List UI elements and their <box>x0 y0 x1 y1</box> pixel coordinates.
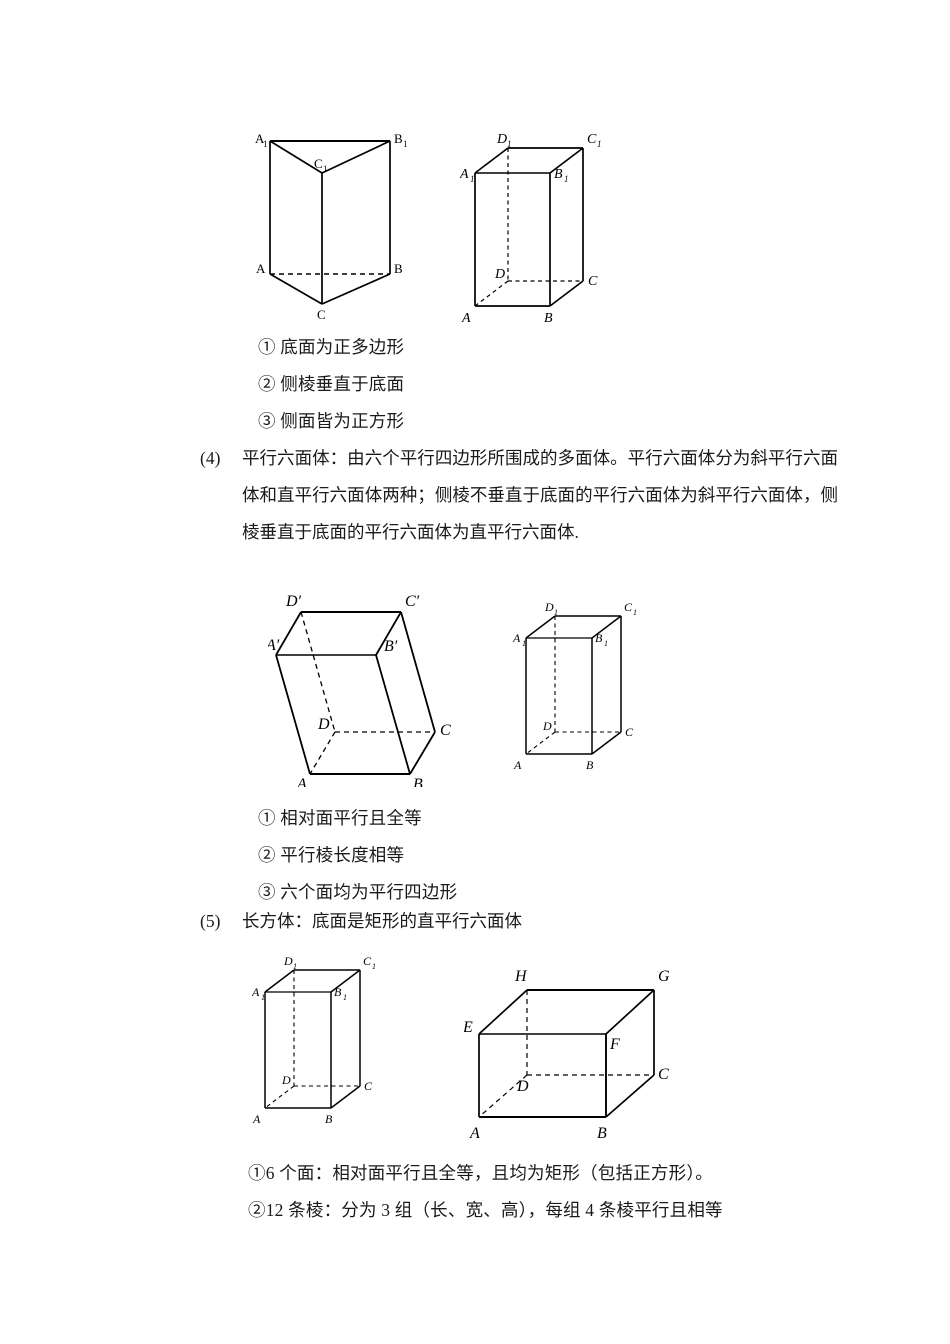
vertex-sub-D1: 1 <box>554 608 558 617</box>
paragraph-number-4: (4) <box>200 448 221 468</box>
vertex-label-F: F <box>609 1036 620 1053</box>
vertex-label-B1: B <box>334 985 342 999</box>
vertex-sub-C1: 1 <box>323 164 328 174</box>
vertex-sub-D1: 1 <box>293 962 297 971</box>
prism-property-3: ③ 侧面皆为正方形 <box>258 411 405 431</box>
figure-oblique-parallelepiped: D′ C′ A′ B′ D C A B <box>268 593 451 787</box>
vertex-label-D: D <box>542 719 552 733</box>
figure-regular-triangular-prism: A 1 B 1 C 1 A B C <box>255 131 408 322</box>
parallelepiped-property-1: ① 相对面平行且全等 <box>258 808 422 828</box>
vertex-label-C: C <box>658 1066 669 1083</box>
vertex-label-D: D <box>281 1073 291 1087</box>
vertex-label-Dprime: D′ <box>285 593 302 610</box>
vertex-label-D1: D <box>496 132 507 147</box>
vertex-label-E: E <box>464 1019 473 1036</box>
vertex-label-A1: A <box>252 985 260 999</box>
vertex-label-A: A <box>461 311 471 326</box>
vertex-label-B: B <box>325 1112 333 1126</box>
vertex-label-B: B <box>394 261 403 276</box>
vertex-label-Aprime: A′ <box>268 637 280 654</box>
vertex-label-A: A <box>256 261 266 276</box>
vertex-label-B1: B <box>394 131 403 146</box>
vertex-label-C: C <box>317 307 326 322</box>
figure-row-prisms: A 1 B 1 C 1 A B C <box>252 126 630 326</box>
figure-row-cuboids: D 1 C 1 A 1 B 1 D C A B <box>252 952 704 1157</box>
cuboid-property-1: ①6 个面：相对面平行且全等，且均为矩形（包括正方形）。 <box>248 1163 713 1183</box>
paragraph-number-5: (5) <box>200 911 221 931</box>
vertex-sub-B1: 1 <box>403 139 408 149</box>
paragraph-body-4: 平行六面体：由六个平行四边形所围成的多面体。平行六面体分为斜平行六面体和直平行六… <box>242 448 838 542</box>
vertex-label-C1: C <box>363 954 372 968</box>
figure-right-quadrilateral-prism: D 1 C 1 A 1 B 1 D C A B <box>460 132 602 326</box>
cuboid-property-2: ②12 条棱：分为 3 组（长、宽、高），每组 4 条棱平行且相等 <box>248 1200 723 1220</box>
vertex-label-A1: A <box>255 131 265 146</box>
vertex-sub-C1: 1 <box>372 962 376 971</box>
paragraph-cuboid: (5) 长方体：底面是矩形的直平行六面体 <box>196 903 522 940</box>
vertex-label-H: H <box>514 968 528 985</box>
parallelepiped-property-2: ② 平行棱长度相等 <box>258 845 405 865</box>
vertex-sub-A1: 1 <box>522 639 526 648</box>
vertex-sub-D1: 1 <box>507 139 512 149</box>
prism-properties-list: ① 底面为正多边形 ② 侧棱垂直于底面 ③ 侧面皆为正方形 <box>258 329 404 440</box>
figure-cuboid-abcd-a1b1c1d1: D 1 C 1 A 1 B 1 D C A B <box>252 954 376 1126</box>
vertex-label-B: B <box>586 758 594 772</box>
vertex-label-B: B <box>597 1125 607 1142</box>
vertex-label-B1: B <box>595 631 603 645</box>
vertex-sub-B1: 1 <box>564 174 569 184</box>
paragraph-body-5: 长方体：底面是矩形的直平行六面体 <box>242 911 522 931</box>
vertex-label-C: C <box>588 274 598 289</box>
vertex-label-D: D <box>516 1078 529 1095</box>
figure-right-parallelepiped: D 1 C 1 A 1 B 1 D C A B <box>513 600 637 772</box>
vertex-sub-A1: 1 <box>263 139 268 149</box>
vertex-label-D: D <box>494 267 505 282</box>
vertex-sub-B1: 1 <box>343 993 347 1002</box>
vertex-sub-A1: 1 <box>470 174 475 184</box>
vertex-label-Bprime: B′ <box>384 638 398 655</box>
vertex-label-G: G <box>658 968 670 985</box>
prism-property-1: ① 底面为正多边形 <box>258 337 405 357</box>
vertex-label-D1: D <box>283 954 293 968</box>
vertex-label-C: C <box>440 722 451 739</box>
vertex-label-D: D <box>317 716 330 733</box>
vertex-sub-C1: 1 <box>597 139 602 149</box>
vertex-label-C1: C <box>314 156 323 171</box>
vertex-label-B: B <box>413 776 423 787</box>
vertex-sub-C1: 1 <box>633 608 637 617</box>
parallelepiped-property-3: ③ 六个面均为平行四边形 <box>258 882 458 902</box>
vertex-label-C1: C <box>587 132 597 147</box>
vertex-label-A: A <box>252 1112 261 1126</box>
vertex-label-Cprime: C′ <box>405 593 420 610</box>
vertex-label-B1: B <box>554 167 563 182</box>
figure-row-parallelepipeds: D′ C′ A′ B′ D C A B D 1 C 1 <box>268 592 663 793</box>
prism-property-2: ② 侧棱垂直于底面 <box>258 374 405 394</box>
vertex-sub-A1: 1 <box>261 993 265 1002</box>
vertex-label-C: C <box>625 725 634 739</box>
vertex-label-A: A <box>296 776 307 787</box>
vertex-sub-B1: 1 <box>604 639 608 648</box>
cuboid-properties-list: ①6 个面：相对面平行且全等，且均为矩形（包括正方形）。 ②12 条棱：分为 3… <box>248 1155 723 1229</box>
vertex-label-A1: A <box>460 167 469 182</box>
parallelepiped-properties-list: ① 相对面平行且全等 ② 平行棱长度相等 ③ 六个面均为平行四边形 <box>258 800 457 911</box>
vertex-label-B: B <box>544 311 553 326</box>
paragraph-parallelepiped: (4) 平行六面体：由六个平行四边形所围成的多面体。平行六面体分为斜平行六面体和… <box>196 440 846 551</box>
vertex-label-C: C <box>364 1079 373 1093</box>
vertex-label-A1: A <box>513 631 521 645</box>
vertex-label-C1: C <box>624 600 633 614</box>
vertex-label-A: A <box>469 1125 480 1142</box>
figure-cuboid-abcd-efgh: H G E F C D A B <box>464 968 670 1142</box>
vertex-label-A: A <box>513 758 522 772</box>
vertex-label-D1: D <box>544 600 554 614</box>
